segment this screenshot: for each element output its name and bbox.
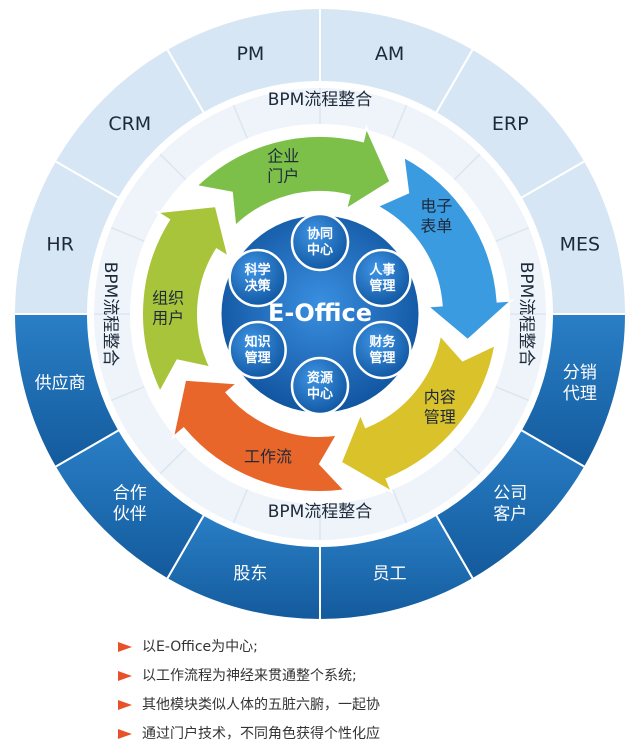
process-arrow-label: 电子表单	[420, 196, 452, 235]
outer-segment-label: MES	[560, 233, 600, 255]
outer-segment-label: CRM	[108, 112, 151, 134]
outer-segment-label: AM	[375, 43, 404, 65]
process-arrow	[141, 205, 230, 395]
module-bubble	[290, 356, 350, 416]
module-label: 科学决策	[245, 262, 272, 294]
process-arrow	[374, 155, 515, 342]
bullet-item: 其他模块类似人体的五脏六腑，一起协	[118, 690, 380, 719]
middle-ring-divider	[159, 153, 187, 181]
middle-ring-divider	[392, 104, 408, 139]
module-bubble	[353, 248, 412, 308]
bullet-text: 以工作流程为神经来贯通整个系统;	[142, 667, 357, 684]
outer-segment-label: 股东	[233, 564, 267, 584]
bullet-item: 通过门户技术，不同角色获得个性化应	[118, 719, 380, 748]
module-bubble	[290, 212, 350, 272]
outer-segment-label: 合作伙伴	[113, 484, 147, 525]
outer-segment-label: 员工	[373, 564, 407, 584]
middle-ring-divider	[453, 447, 481, 475]
module-label: 资源中心	[307, 370, 333, 402]
middle-ring-divider	[232, 489, 248, 524]
module-bubble	[228, 320, 287, 380]
middle-ring-divider	[232, 104, 248, 139]
module-label: 人事管理	[369, 262, 395, 294]
module-bubble	[353, 320, 412, 380]
outer-segment-label: 供应商	[35, 374, 86, 394]
arrow-icon	[118, 670, 132, 681]
middle-ring-divider	[495, 226, 530, 242]
middle-ring-divider	[110, 386, 145, 402]
bullet-item: 以E-Office为中心;	[118, 632, 380, 661]
module-bubble	[228, 248, 287, 308]
outer-segment-label: PM	[236, 43, 264, 65]
bpm-label-top: BPM流程整合	[268, 90, 373, 110]
bullet-item: 以工作流程为神经来贯通整个系统;	[118, 661, 380, 690]
module-label: 协同中心	[307, 226, 333, 258]
middle-ring-divider	[392, 489, 408, 524]
arrow-icon	[118, 728, 132, 739]
bpm-label-right: BPM流程整合	[516, 262, 536, 367]
process-arrow-label: 工作流	[244, 446, 292, 465]
process-arrow-label: 内容管理	[424, 387, 456, 426]
bullet-list: 以E-Office为中心; 以工作流程为神经来贯通整个系统; 其他模块类似人体的…	[118, 632, 380, 748]
process-arrow-label: 组织用户	[152, 288, 184, 327]
outer-segment-top	[53, 47, 206, 200]
outer-segment-label: 公司客户	[493, 484, 527, 525]
bullet-text: 以E-Office为中心;	[142, 638, 258, 655]
process-arrow	[339, 332, 497, 495]
process-arrow	[194, 124, 392, 229]
outer-segment-label: HR	[46, 233, 74, 255]
middle-ring-divider	[110, 226, 145, 242]
process-arrow	[171, 378, 347, 493]
bullet-text: 其他模块类似人体的五脏六腑，一起协	[142, 696, 380, 713]
module-label: 知识管理	[245, 334, 271, 366]
center-title: E-Office	[268, 299, 372, 327]
bullet-text: 通过门户技术，不同角色获得个性化应	[142, 725, 380, 742]
arrow-icon	[118, 699, 132, 710]
bpm-label-bottom: BPM流程整合	[268, 502, 373, 522]
middle-ring-divider	[159, 447, 187, 475]
module-label: 财务管理	[369, 334, 396, 366]
arrow-icon	[118, 641, 132, 652]
middle-ring-divider	[453, 153, 481, 181]
middle-ring-divider	[495, 386, 530, 402]
bpm-label-left: BPM流程整合	[100, 262, 120, 367]
outer-segment-bottom	[12, 313, 121, 469]
outer-segment-label: ERP	[492, 112, 529, 134]
outer-segment-label: 分销代理	[563, 363, 597, 404]
process-arrow-label: 企业门户	[267, 146, 299, 185]
